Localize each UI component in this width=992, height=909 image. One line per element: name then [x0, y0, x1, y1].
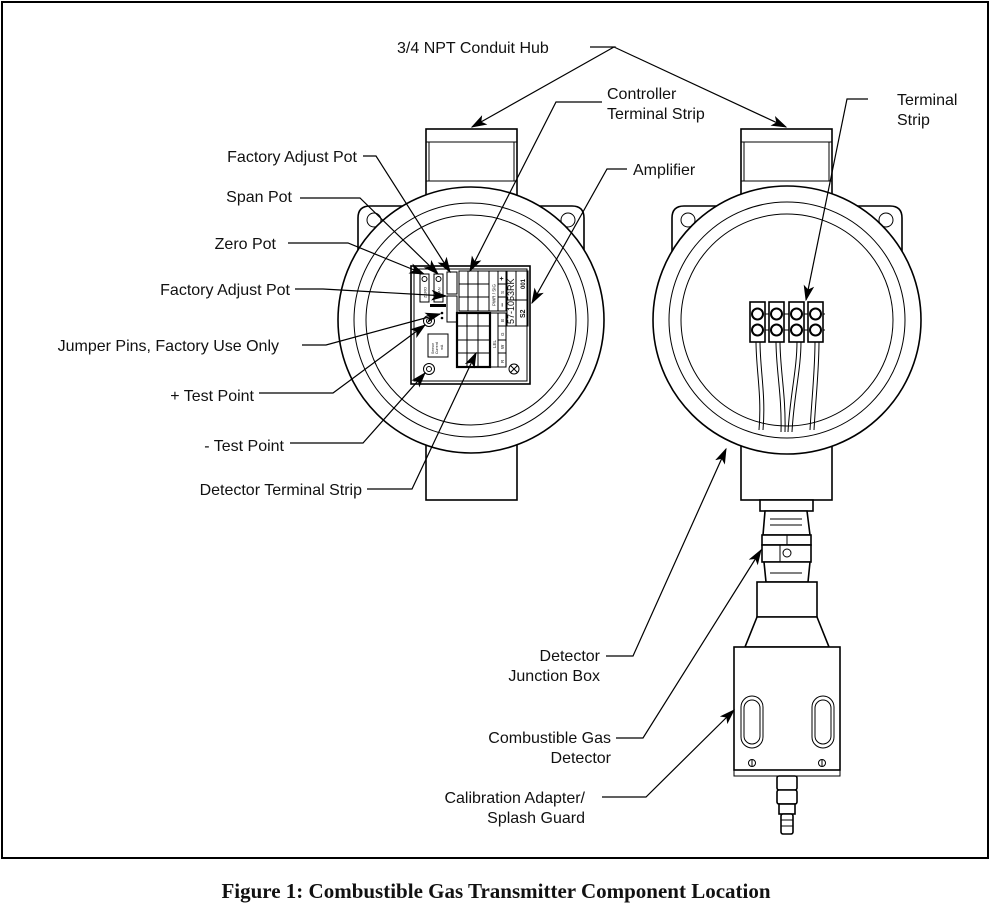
- leader-factory-adjust-pot-top: [363, 155, 451, 274]
- mount-hole-right: [878, 212, 894, 228]
- detector-lock-ring: [761, 544, 812, 563]
- detector-assembly: [733, 499, 841, 835]
- sensor-current-text: Current: [435, 342, 439, 354]
- revision-number: 001: [521, 278, 527, 289]
- label-conduit-hub: 3/4 NPT Conduit Hub: [397, 40, 549, 57]
- label-zero-pot: Zero Pot: [215, 236, 277, 253]
- detector-coupler-lower: [763, 561, 811, 583]
- leader-minus-test-point: [290, 372, 426, 444]
- terminal-b: B: [500, 319, 505, 322]
- terminal-minus: −: [500, 303, 507, 307]
- wires: [755, 340, 820, 433]
- label-terminal-strip: Terminal: [897, 92, 957, 109]
- housing-ring-inner: [365, 214, 577, 426]
- leader-combustible-gas-detector: [616, 548, 762, 739]
- label-controller-terminal-strip: Terminal Strip: [607, 106, 705, 123]
- label-calibration-adapter: Splash Guard: [487, 810, 585, 827]
- pwr-sig-label: PWR / SIG: [492, 283, 497, 306]
- detector-neck: [759, 499, 814, 512]
- label-terminal-strip: Strip: [897, 112, 930, 129]
- label-factory-adjust-pot-top: Factory Adjust Pot: [227, 149, 357, 166]
- detector-body: [756, 581, 818, 618]
- leader-jumper-pins: [302, 312, 442, 346]
- model-label: S2: [520, 309, 527, 318]
- leader-span-pot: [300, 197, 439, 275]
- terminal-markings: PWR / SIG LEL + S − B G W R: [488, 270, 507, 368]
- leader-amplifier: [531, 168, 627, 305]
- terminal-w: W: [500, 344, 505, 349]
- calibration-adapter-splash-guard: [733, 646, 841, 777]
- callout-labels: 3/4 NPT Conduit Hub Controller Terminal …: [58, 40, 958, 827]
- transmitter-housing-right: [652, 128, 922, 501]
- leader-lines: [259, 46, 868, 798]
- amplifier-board: ZERO SPAN Sensor Current mA: [410, 265, 531, 385]
- leader-terminal-strip: [803, 98, 868, 302]
- label-jumper-pins: Jumper Pins, Factory Use Only: [58, 338, 279, 355]
- sensor-current-box: Sensor Current mA: [427, 333, 449, 358]
- mount-hole-right: [560, 212, 576, 228]
- terminal-s: S: [500, 291, 505, 294]
- label-combustible-gas-detector: Detector: [551, 750, 612, 767]
- leader-factory-adjust-pot-bottom: [295, 288, 448, 301]
- leader-detector-junction-box: [606, 447, 727, 657]
- detector-coupler-upper: [762, 510, 811, 536]
- housing-ring-mid: [353, 202, 589, 438]
- label-detector-junction-box: Detector: [540, 648, 601, 665]
- label-factory-adjust-pot-bottom: Factory Adjust Pot: [160, 282, 290, 299]
- lel-label: LEL: [492, 339, 497, 348]
- label-controller-terminal-strip: Controller: [607, 86, 677, 103]
- factory-adjust-pot-top: [446, 271, 458, 295]
- factory-adjust-pot-bottom: [446, 295, 458, 323]
- leader-calibration-adapter: [602, 709, 735, 798]
- sensor-current-text: Sensor: [431, 342, 435, 354]
- label-span-pot: Span Pot: [226, 189, 292, 206]
- board-screw: [508, 363, 520, 375]
- jumper-pin: [440, 316, 444, 320]
- label-amplifier: Amplifier: [633, 162, 696, 179]
- junction-terminal-strip: [749, 301, 825, 433]
- zero-pot-text: ZERO: [423, 287, 428, 298]
- housing-ring-inner: [680, 213, 894, 427]
- pot-bar: [430, 304, 446, 307]
- label-calibration-adapter: Calibration Adapter/: [444, 790, 585, 807]
- leader-plus-test-point: [259, 324, 427, 394]
- label-detector-junction-box: Junction Box: [508, 668, 600, 685]
- leader-controller-terminal-strip: [469, 101, 602, 273]
- housing-ring-outer: [652, 185, 922, 455]
- lock-screw: [782, 548, 792, 558]
- mount-hole-left: [680, 212, 696, 228]
- figure-frame: [1, 1, 989, 859]
- leader-zero-pot: [288, 242, 426, 275]
- board-id-block: 57-1053RK 001 S2: [506, 270, 529, 327]
- label-combustible-gas-detector: Combustible Gas: [488, 730, 611, 747]
- label-detector-terminal-strip: Detector Terminal Strip: [200, 482, 363, 499]
- jumper-pin: [440, 311, 444, 315]
- minus-test-point: [423, 363, 435, 375]
- span-pot-text: SPAN: [437, 287, 442, 298]
- leader-conduit-hub-right: [613, 46, 788, 128]
- figure-caption: Figure 1: Combustible Gas Transmitter Co…: [221, 879, 770, 903]
- terminal-plus: +: [500, 276, 504, 283]
- sensor-current-text: mA: [440, 344, 444, 350]
- terminal-r: R: [500, 359, 505, 363]
- leader-conduit-hub-left: [470, 46, 617, 128]
- part-number: 57-1053RK: [506, 278, 516, 324]
- terminal-g: G: [500, 332, 505, 336]
- calibration-fitting: [776, 775, 798, 835]
- detector-flare: [743, 616, 831, 648]
- housing-ring-mid: [668, 201, 906, 439]
- label-plus-test-point: + Test Point: [170, 388, 254, 405]
- label-minus-test-point: - Test Point: [204, 438, 284, 455]
- mount-hole-left: [366, 212, 382, 228]
- leader-detector-terminal-strip: [367, 351, 477, 490]
